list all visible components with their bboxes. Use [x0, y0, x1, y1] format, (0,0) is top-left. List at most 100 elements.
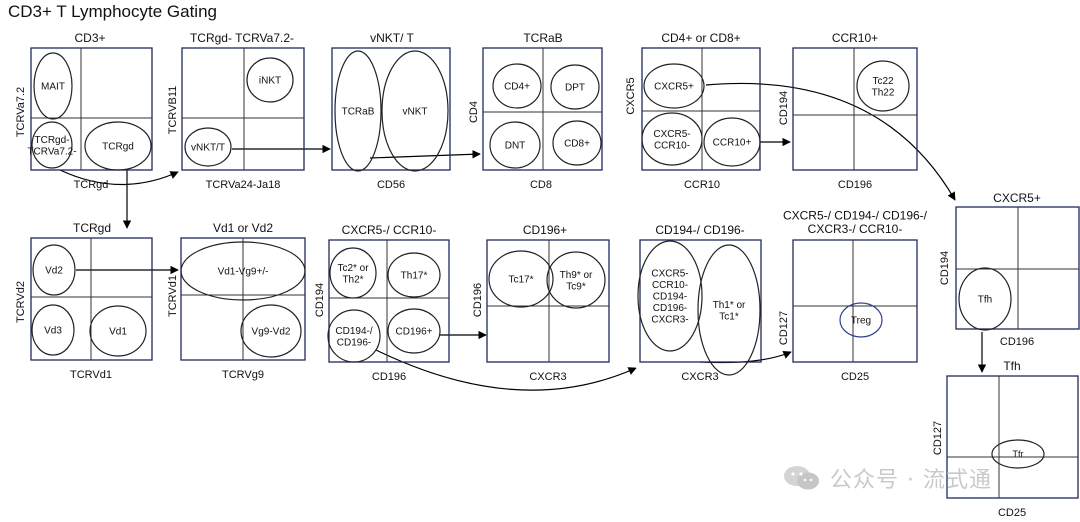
gating-arrow	[699, 351, 792, 364]
gate-ellipse[interactable]	[31, 121, 73, 169]
x-axis-label: CXCR3	[529, 371, 566, 383]
gate-ellipse[interactable]	[546, 251, 606, 309]
gate-label: CD194-/CD196-	[335, 326, 372, 349]
gate-label: Vd2	[45, 266, 63, 277]
gate-ellipse[interactable]	[488, 250, 554, 308]
gate-ellipse[interactable]	[492, 63, 542, 109]
gate-label: TCRgd-TCRVa7.2-	[27, 135, 76, 158]
gate-label: CXCR5-CCR10-	[653, 129, 690, 152]
gate-label: Vg9-Vd2	[252, 327, 291, 338]
plot-title: CD4+ or CD8+	[661, 31, 740, 45]
x-axis-label: CD196	[372, 371, 406, 383]
gate-label: DPT	[565, 83, 585, 94]
plot-title: TCRgd	[73, 221, 111, 235]
gate-ellipse[interactable]	[89, 305, 147, 357]
x-axis-label: CCR10	[684, 179, 720, 191]
plot-title: CD194-/ CD196-	[655, 223, 744, 237]
gate-ellipse[interactable]	[387, 308, 441, 354]
plot-frame	[639, 239, 762, 363]
plot-frame	[331, 47, 451, 171]
plot-frame	[792, 239, 918, 363]
gate-ellipse[interactable]	[839, 302, 883, 338]
y-axis-label: CD196	[472, 283, 484, 317]
gate-label: Treg	[851, 316, 871, 327]
gate-ellipse[interactable]	[489, 121, 541, 169]
y-axis-label: CXCR5	[625, 77, 637, 114]
x-axis-label: TCRVa24-Ja18	[206, 179, 281, 191]
gate-ellipse[interactable]	[84, 121, 152, 171]
x-axis-label: TCRVd1	[70, 369, 112, 381]
gate-label: iNKT	[259, 76, 281, 87]
gate-label: CCR10+	[713, 138, 752, 149]
x-axis-label: CD196	[1000, 336, 1034, 348]
gating-plot: CXCR5+ CXCR5-CCR10- CCR10+ CD4+ or CD8+ CCR1…	[625, 31, 761, 191]
gate-label: vNKT	[403, 107, 428, 118]
watermark-text: 公众号 · 流式通	[830, 468, 992, 493]
plot-title: TCRaB	[523, 31, 562, 45]
gate-ellipse[interactable]	[33, 52, 73, 120]
y-axis-label: TCRVd2	[15, 281, 27, 323]
watermark: 公众号 · 流式通	[782, 462, 992, 494]
plot-title: Vd1 or Vd2	[213, 221, 273, 235]
gating-arrow	[369, 150, 481, 159]
plot-frame	[792, 47, 918, 171]
gate-label: TCRaB	[342, 107, 375, 118]
gate-ellipse[interactable]	[550, 64, 600, 110]
gate-ellipse[interactable]	[641, 112, 703, 166]
plot-title: TCRgd- TCRVa7.2-	[190, 31, 294, 45]
gate-ellipse[interactable]	[552, 120, 602, 166]
gate-label: CD8+	[564, 139, 590, 150]
gate-label: CXCR5+	[654, 82, 694, 93]
y-axis-label: CD194	[314, 283, 326, 317]
gating-plots: MAITTCRgd-TCRVa7.2-TCRgdCD3+TCRgdTCRVa7.…	[15, 31, 1080, 519]
gate-ellipse[interactable]	[246, 57, 294, 103]
gate-ellipse[interactable]	[381, 50, 449, 172]
gate-label: Tfh	[978, 295, 992, 306]
x-axis-label: CD25	[841, 371, 869, 383]
gate-label: vNKT/T	[191, 143, 225, 154]
plot-title: Tfh	[1003, 359, 1020, 373]
gate-label: DNT	[505, 141, 526, 152]
gate-ellipse[interactable]	[31, 304, 75, 356]
gate-label: CD196+	[396, 327, 433, 338]
gate-ellipse[interactable]	[697, 244, 761, 376]
gate-label: Vd1	[109, 327, 127, 338]
plot-title: CCR10+	[832, 31, 878, 45]
gate-ellipse[interactable]	[991, 439, 1045, 469]
gate-ellipse[interactable]	[180, 241, 306, 301]
gate-ellipse[interactable]	[327, 309, 381, 363]
y-axis-label: TCRVd1	[167, 275, 179, 317]
gate-ellipse[interactable]	[32, 244, 76, 296]
gate-ellipse[interactable]	[387, 252, 441, 298]
gate-ellipse[interactable]	[184, 127, 232, 167]
y-axis-label: CD127	[778, 311, 790, 345]
gate-ellipse[interactable]	[643, 63, 705, 109]
gate-ellipse[interactable]	[334, 50, 382, 172]
gate-label: CD4+	[504, 82, 530, 93]
plot-title: CXCR5-/ CCR10-	[342, 223, 437, 237]
gate-ellipse[interactable]	[958, 267, 1012, 331]
gate-label: TCRgd	[102, 142, 134, 153]
x-axis-label: CD8	[530, 179, 552, 191]
y-axis-label: CD194	[778, 91, 790, 125]
x-axis-label: CXCR3	[681, 371, 718, 383]
gate-ellipse[interactable]	[240, 304, 302, 358]
y-axis-label: TCRVa7.2	[15, 87, 27, 137]
gate-ellipse[interactable]	[856, 60, 910, 112]
gate-ellipse[interactable]	[329, 247, 377, 299]
gate-label: Vd3	[44, 326, 62, 337]
plot-frame	[641, 47, 761, 171]
gate-ellipse[interactable]	[703, 117, 761, 167]
gate-ellipse[interactable]	[637, 240, 703, 352]
plot-title: CD196+	[523, 223, 567, 237]
x-axis-label: CD56	[377, 179, 405, 191]
